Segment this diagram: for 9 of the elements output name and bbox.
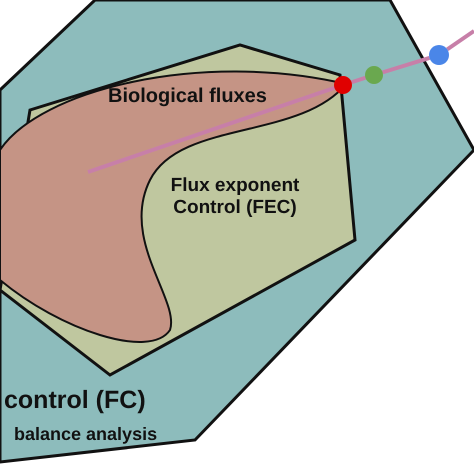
region-label: balance analysis [14,424,158,445]
ray-line [446,29,474,51]
ray-line [87,86,336,174]
ray-line [350,76,366,84]
region-label: Flux exponent Control (FEC) [170,175,300,219]
dot [429,45,449,65]
region-label: control (FC) [4,386,146,415]
region-label: Biological fluxes [108,85,267,108]
ray-line [382,56,430,74]
